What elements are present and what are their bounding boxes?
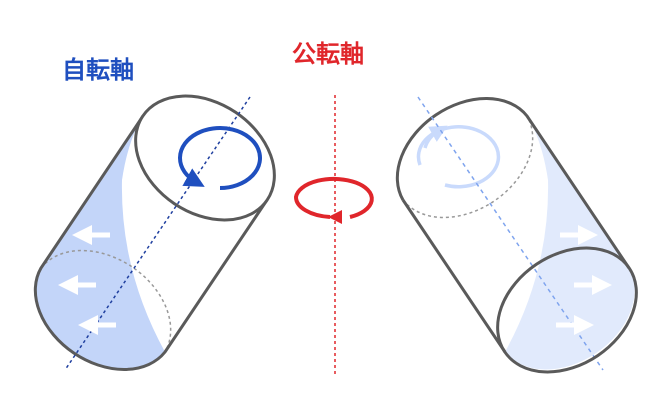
right-cylinder-shade [505,116,635,370]
left-bottom-hidden-edge [40,249,172,353]
faded-rotation-arrow-icon [423,125,448,149]
rotation-arrow-icon [178,126,262,190]
left-cylinder-shade [35,116,165,370]
rotation-axis-label: 自転軸 [62,56,134,84]
left-cylinder [33,94,276,371]
rotation-axis-line [64,96,251,371]
right-cylinder [395,96,638,374]
right-side-outline [401,199,507,353]
right-bottom-face [496,246,638,374]
left-cylinder-outline [33,115,269,371]
revolution-arrowhead-icon [328,210,342,224]
revolution-axis-label: 公転軸 [292,40,364,68]
revolution-arrow-icon [293,176,374,219]
right-top-outline [395,97,631,269]
left-top-face [134,94,276,222]
right-top-hidden-edge [402,115,534,219]
